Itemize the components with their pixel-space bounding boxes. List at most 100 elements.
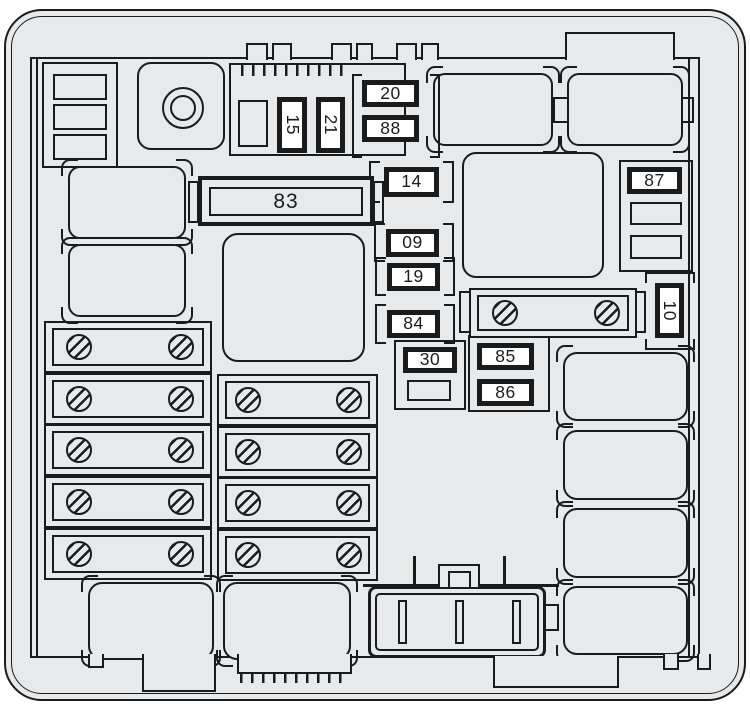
screw-icon — [235, 387, 261, 413]
fuse-19-label: 19 — [403, 266, 424, 287]
relay-right-2 — [563, 430, 688, 500]
screw-icon — [66, 437, 92, 463]
maxi-fuse-83-body: 83 — [209, 187, 363, 216]
mounting-tab — [88, 654, 104, 668]
retaining-clip — [352, 74, 362, 158]
relay-corner-clip — [560, 136, 577, 153]
screw-icon — [66, 541, 92, 567]
fuse-30-label: 30 — [419, 349, 441, 370]
fuse-87-label: 87 — [644, 169, 665, 190]
relay-right-4 — [563, 586, 688, 655]
relay-corner-clip — [341, 575, 358, 592]
retaining-clip — [443, 223, 454, 262]
retaining-clip — [444, 257, 455, 296]
maxi-fuse-83-label: 83 — [273, 190, 299, 213]
fuse-87: 87 — [627, 167, 682, 194]
mounting-tab — [237, 654, 352, 674]
panel-line — [688, 59, 690, 656]
screw-icon — [336, 387, 362, 413]
fuse-09-label: 09 — [402, 232, 423, 253]
retaining-clip — [375, 257, 386, 296]
fuse-85: 85 — [477, 343, 534, 370]
fuse-10: 10 — [655, 283, 684, 338]
relay-left-1 — [68, 166, 186, 239]
fuse-20: 20 — [362, 80, 419, 107]
relay-corner-clip — [216, 650, 233, 667]
relay-corner-clip — [426, 66, 443, 83]
fuse-84-label: 84 — [403, 313, 424, 334]
retaining-clip — [645, 272, 695, 283]
fuse-85-label: 85 — [495, 345, 516, 366]
relay-top-1 — [433, 73, 553, 146]
relay-corner-clip — [61, 159, 78, 176]
fuse-86-label: 86 — [495, 381, 516, 402]
relay-corner-clip — [556, 423, 573, 440]
relay-corner-clip — [176, 159, 193, 176]
fuse-88: 88 — [362, 115, 419, 142]
fuse-84: 84 — [387, 310, 440, 338]
mounting-tab — [396, 43, 417, 60]
retaining-clip — [375, 304, 386, 344]
relay-corner-clip — [61, 237, 78, 254]
fuse-14-label: 14 — [401, 171, 422, 192]
relay-corner-clip — [176, 307, 193, 324]
fuse-20-label: 20 — [380, 82, 401, 103]
screw-icon — [66, 334, 92, 360]
mounting-tab — [142, 654, 216, 692]
relay-left-2 — [68, 244, 186, 317]
screw-icon — [168, 541, 194, 567]
bolt-hole-icon — [170, 95, 196, 121]
fuse-30: 30 — [403, 347, 457, 373]
relay-right-1 — [563, 352, 688, 421]
mounting-tab — [448, 571, 471, 587]
relay-corner-clip — [216, 575, 233, 592]
maxi-fuse-83: 83 — [198, 176, 374, 226]
relay-center-left — [222, 233, 365, 362]
relay-corner-clip — [556, 501, 573, 518]
panel-line — [413, 556, 416, 585]
fuse-86: 86 — [477, 379, 534, 406]
relay-corner-clip — [61, 307, 78, 324]
relay-corner-clip — [678, 579, 695, 596]
mounting-tab — [356, 43, 373, 60]
fuse-10-label: 10 — [660, 300, 681, 321]
fuse-15: 15 — [277, 97, 307, 153]
screw-icon — [235, 439, 261, 465]
relay-right-3 — [563, 508, 688, 578]
relay-corner-clip — [81, 575, 98, 592]
relay-corner-clip — [176, 237, 193, 254]
relay-bottom-1 — [88, 582, 214, 660]
mounting-tab — [421, 43, 439, 60]
retaining-clip — [374, 223, 385, 262]
empty-fuse-slot — [53, 104, 107, 130]
screw-icon — [66, 386, 92, 412]
panel-line — [480, 584, 559, 587]
screw-icon — [168, 386, 194, 412]
mounting-tab — [272, 43, 292, 60]
empty-fuse-slot — [53, 134, 107, 160]
empty-fuse-slot — [53, 74, 107, 100]
screw-icon — [235, 490, 261, 516]
screw-icon — [492, 300, 518, 326]
screw-icon — [336, 490, 362, 516]
empty-fuse-slot — [238, 100, 268, 147]
relay-corner-clip — [678, 345, 695, 362]
screw-icon — [168, 489, 194, 515]
fuse-21: 21 — [316, 97, 345, 153]
fuse-15-label: 15 — [282, 114, 303, 136]
retaining-clip — [546, 604, 559, 631]
empty-fuse-slot — [630, 202, 682, 225]
relay-corner-clip — [426, 136, 443, 153]
empty-fuse-slot — [407, 380, 451, 401]
mounting-tab — [565, 32, 675, 60]
retaining-clip — [443, 161, 454, 203]
relay-corner-clip — [678, 423, 695, 440]
fuse-21-label: 21 — [321, 114, 342, 136]
panel-line — [36, 59, 38, 656]
mounting-tab — [493, 656, 619, 688]
fuse-09: 09 — [386, 229, 439, 257]
screw-icon — [336, 439, 362, 465]
relay-corner-clip — [556, 579, 573, 596]
fuse-14: 14 — [384, 167, 439, 197]
